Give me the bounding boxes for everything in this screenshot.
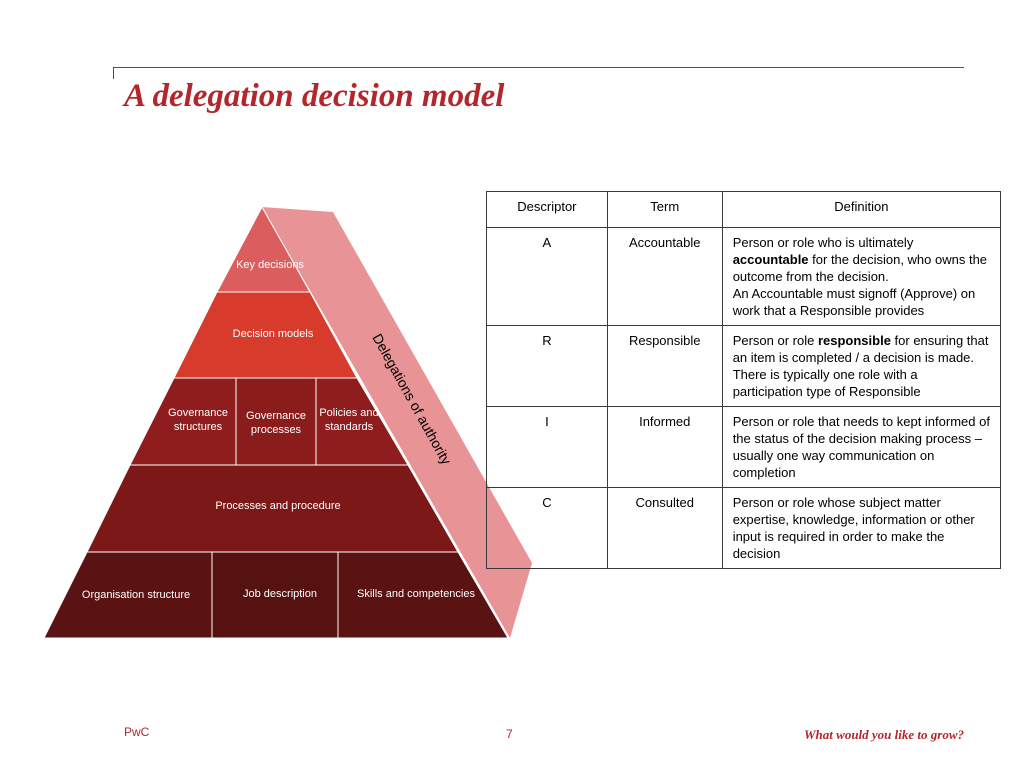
- table-row: I Informed Person or role that needs to …: [486, 406, 1002, 488]
- definition-text: Person or role: [732, 333, 818, 348]
- footer-tagline: What would you like to grow?: [804, 727, 964, 742]
- row-definition: Person or role that needs to kept inform…: [721, 406, 1002, 488]
- definition-text: Person or role who is ultimately: [732, 235, 914, 250]
- pyramid-label-organisation: Organisation structure: [81, 589, 191, 601]
- table-row: A Accountable Person or role who is ulti…: [486, 227, 1002, 326]
- pyramid-label-governance-structures: Governance structures: [168, 407, 228, 433]
- pyramid-label-skills: Skills and competencies: [356, 588, 475, 600]
- page-number: 7: [506, 727, 513, 741]
- footer-brand: PwC: [124, 725, 150, 739]
- row-definition: Person or role who is ultimately account…: [721, 227, 1002, 326]
- pyramid-label-governance-processes: Governance processes: [246, 410, 306, 436]
- pyramid-label-processes: Processes and procedure: [215, 500, 341, 512]
- row-descriptor: A: [486, 227, 608, 326]
- row-descriptor: C: [486, 487, 608, 569]
- row-definition: Person or role responsible for ensuring …: [721, 325, 1002, 407]
- pyramid-cell-governance-processes: [235, 377, 317, 466]
- row-definition: Person or role whose subject matter expe…: [721, 487, 1002, 569]
- delegation-band: [262, 207, 532, 638]
- pyramid-label-job-description: Job description: [243, 588, 317, 600]
- table-row: R Responsible Person or role responsible…: [486, 325, 1002, 407]
- definition-emphasis: responsible: [817, 333, 891, 348]
- title-rule: [113, 67, 964, 68]
- row-descriptor: R: [486, 325, 608, 407]
- row-descriptor: I: [486, 406, 608, 488]
- table-header-row: Descriptor Term Definition: [486, 191, 1002, 228]
- raci-table: Descriptor Term Definition A Accountable…: [486, 191, 1002, 569]
- pyramid-label-apex: Key decisions: [236, 259, 304, 271]
- header-term: Term: [606, 191, 723, 228]
- pyramid-label-policies: Policies and standards: [319, 407, 379, 433]
- table-row: C Consulted Person or role whose subject…: [486, 487, 1002, 569]
- pyramid-cell-job-description: [211, 551, 339, 639]
- header-descriptor: Descriptor: [486, 191, 608, 228]
- row-term: Consulted: [606, 487, 723, 569]
- definition-text: for ensuring that an item is completed /…: [732, 333, 989, 399]
- definition-text: An Accountable must signoff (Approve) on…: [732, 286, 976, 318]
- pyramid-cell-skills: [337, 551, 509, 639]
- title-rule-tick: [113, 67, 114, 79]
- definition-emphasis: accountable: [732, 252, 809, 267]
- definition-text: for the decision, who owns the outcome f…: [732, 252, 988, 284]
- row-term: Responsible: [606, 325, 723, 407]
- header-definition: Definition: [721, 191, 1002, 228]
- slide-title: A delegation decision model: [124, 78, 505, 114]
- row-term: Accountable: [606, 227, 723, 326]
- pyramid-label-decision-models: Decision models: [232, 328, 314, 340]
- row-term: Informed: [606, 406, 723, 488]
